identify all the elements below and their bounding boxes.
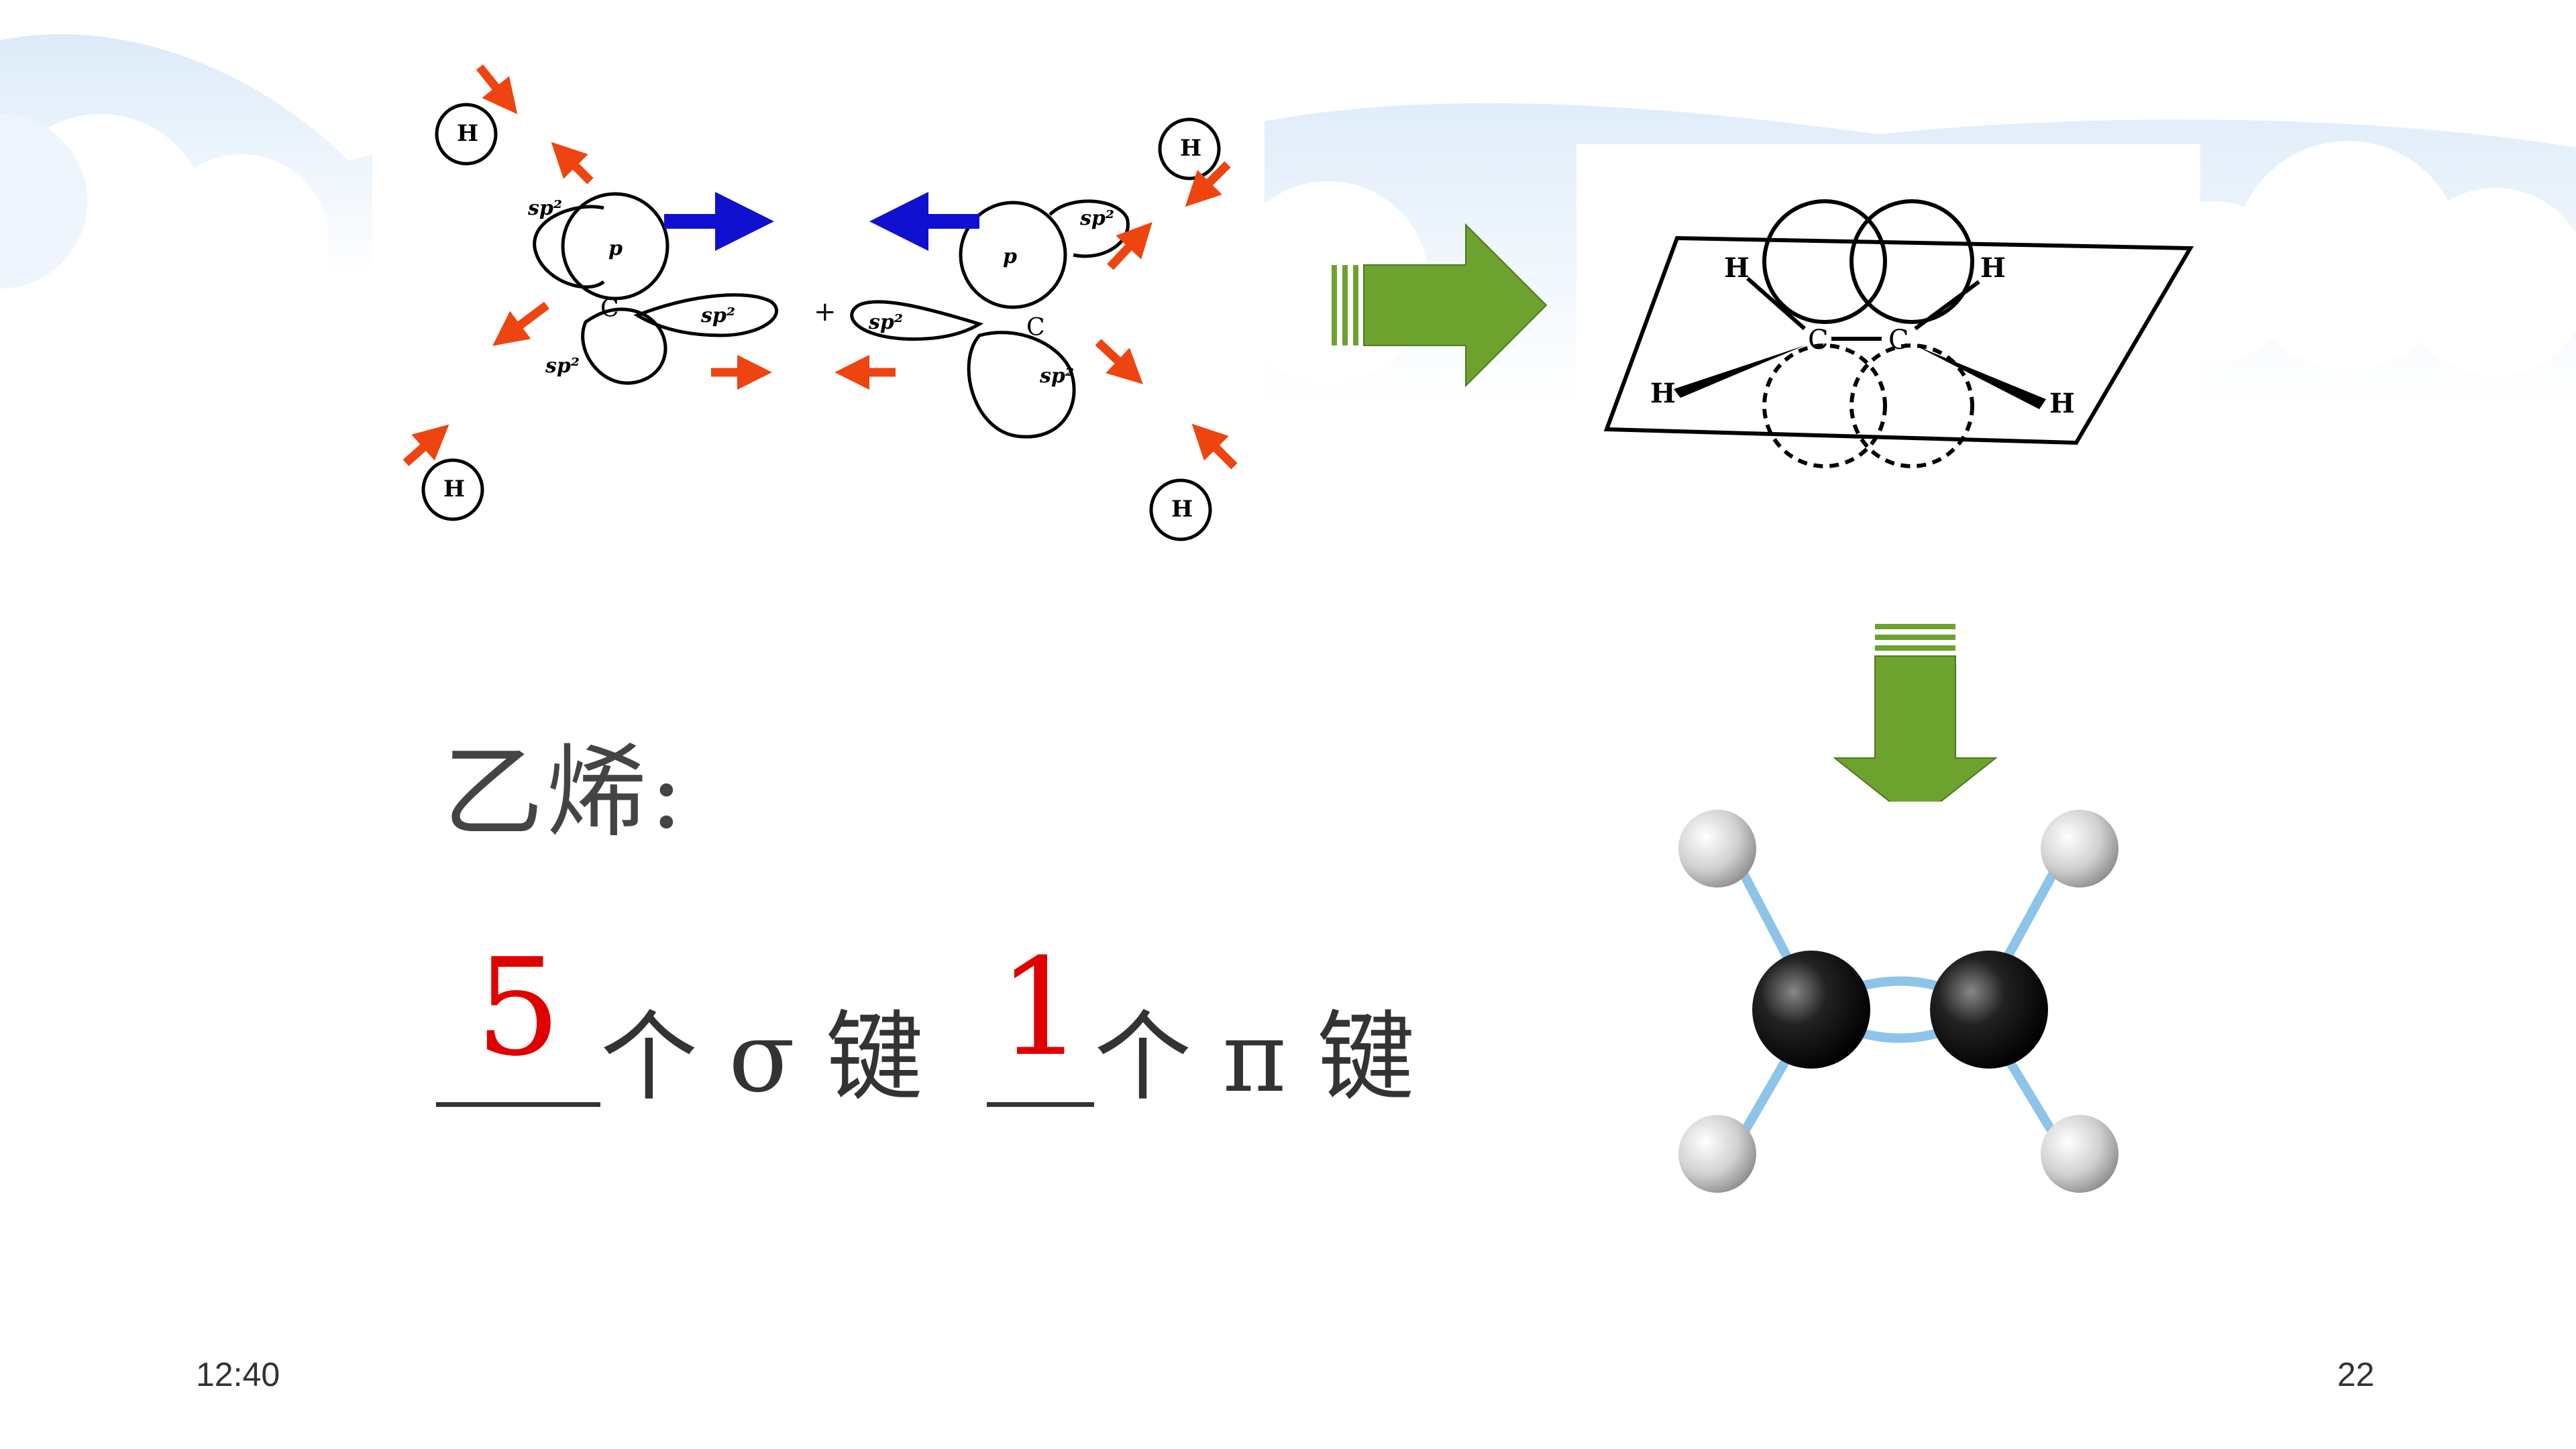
- p-orbital-upper-left: [1762, 199, 1887, 324]
- sp2-lobe-upper-right: [1049, 199, 1130, 258]
- red-arrow: [1095, 339, 1143, 384]
- orbital-svg: H H H H C C p p sp² sp² sp² sp² sp² sp² …: [402, 64, 1238, 541]
- h-label: H: [1180, 135, 1201, 162]
- hydrogen-atom: [2041, 1115, 2118, 1193]
- p-orbital-right: [959, 201, 1067, 309]
- carbon-atom: [1752, 951, 1870, 1069]
- page-number: 22: [2337, 1356, 2375, 1393]
- red-arrow: [551, 142, 594, 184]
- hydrogen-atom: [1678, 810, 1756, 888]
- red-arrow: [1191, 423, 1238, 470]
- red-arrow: [1185, 161, 1231, 207]
- c-h-bond: [1914, 280, 1980, 331]
- red-arrow: [476, 64, 518, 115]
- h-label: H: [457, 120, 478, 147]
- bond-count-line: 5 个 σ 键 1 个 π 键: [436, 906, 1415, 1114]
- h-label: H: [1650, 378, 1676, 409]
- sp2-lobe-lower-left: [581, 307, 667, 385]
- c-label: C: [1026, 314, 1045, 341]
- wedge-bond: [1674, 345, 1805, 398]
- plus-sign: +: [814, 297, 837, 327]
- sigma-count: 5: [475, 930, 561, 1086]
- h-label: H: [1171, 496, 1193, 523]
- sp2-orbital-diagram: H H H H C C p p sp² sp² sp² sp² sp² sp² …: [372, 54, 1265, 570]
- sp2-label: sp²: [545, 354, 580, 378]
- hydrogen-bottom-right: [1149, 478, 1212, 541]
- sp2-lobe-right-of-left-c: [633, 293, 778, 337]
- ethylene-planar-diagram: H H H H C C: [1576, 144, 2200, 493]
- sp2-lobe-upper-left: [533, 205, 605, 289]
- p-label: p: [1003, 245, 1017, 268]
- p-orbital-left: [561, 192, 669, 301]
- p-orbital-lower-left: [1762, 343, 1887, 468]
- model-svg: [1678, 810, 2118, 1193]
- red-arrow: [1107, 222, 1152, 270]
- red-arrow: [492, 301, 549, 346]
- sp2-lobe-lower-right: [967, 331, 1076, 439]
- p-label: p: [608, 237, 623, 260]
- hydrogen-top-left: [435, 103, 498, 166]
- sp2-label: sp²: [868, 311, 903, 334]
- wedge-bond: [1915, 345, 2046, 409]
- h-label: H: [2049, 388, 2075, 419]
- pi-count: 1: [998, 930, 1083, 1086]
- red-arrow: [402, 424, 449, 466]
- c-label: C: [600, 295, 619, 323]
- green-arrow-down-icon: [1833, 624, 1998, 823]
- h-label: H: [1980, 252, 2006, 284]
- sp2-label: sp²: [700, 304, 735, 327]
- pi-blank: 1: [987, 941, 1095, 1107]
- ethylene-ball-stick-model: [1664, 802, 2254, 1204]
- hydrogen-atom: [1678, 1115, 1756, 1193]
- sp2-lobe-left-of-right-c: [850, 300, 984, 341]
- green-arrow-right-icon: [1332, 223, 1548, 388]
- ethylene-title: 乙烯:: [443, 735, 686, 851]
- c-label: C: [1888, 325, 1909, 356]
- molecular-plane: [1603, 235, 2194, 445]
- p-orbital-lower-right: [1849, 343, 1974, 468]
- c-h-bond: [1746, 276, 1806, 331]
- sp2-label: sp²: [1039, 364, 1074, 388]
- hydrogen-bottom-left: [421, 458, 484, 521]
- hydrogen-atom: [2041, 810, 2118, 888]
- p-orbital-upper-right: [1849, 199, 1974, 324]
- h-label: H: [443, 476, 465, 502]
- carbon-atom: [1930, 951, 2048, 1069]
- plane-svg: H H H H C C: [1603, 199, 2194, 468]
- h-label: H: [1724, 252, 1750, 284]
- c-label: C: [1808, 325, 1829, 356]
- sigma-bond-label: 个 σ 键: [600, 1001, 924, 1114]
- footer-time: 12:40: [196, 1356, 280, 1393]
- sp2-label: sp²: [1079, 207, 1114, 230]
- pi-bond-label: 个 π 键: [1094, 1001, 1415, 1114]
- sigma-blank: 5: [436, 941, 600, 1107]
- sp2-label: sp²: [527, 197, 562, 220]
